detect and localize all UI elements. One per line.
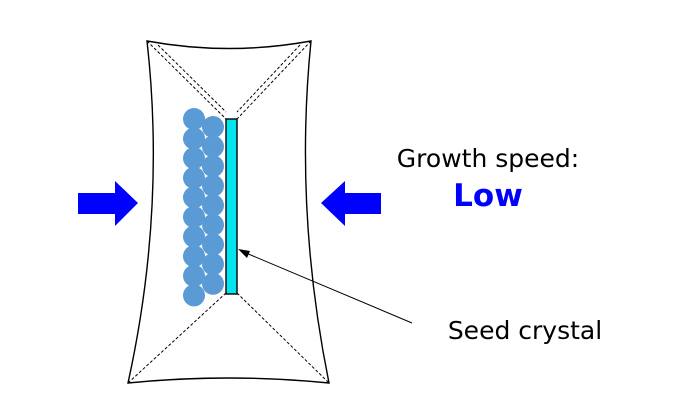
feed-particle: [183, 108, 205, 130]
feed-particle: [202, 135, 224, 158]
feed-particle: [183, 206, 205, 228]
feed-particle: [183, 225, 205, 248]
feed-particle: [183, 245, 205, 268]
seed-crystal-pointer: [245, 252, 413, 324]
seed-crystal: [225, 118, 238, 295]
growth-speed-value: Low: [453, 178, 523, 214]
feed-particle: [183, 147, 205, 170]
feed-particle: [183, 166, 205, 189]
bottom-dashed-lines: [127, 292, 330, 384]
feed-particle: [202, 272, 224, 295]
seed-crystal-label: Seed crystal: [448, 316, 602, 345]
seed-crystal-pointer-arrowhead: [238, 249, 250, 258]
feed-particles: [183, 108, 224, 307]
feed-particle: [202, 233, 224, 256]
feed-particle: [202, 174, 224, 197]
feed-particle: [183, 186, 205, 209]
right-pointing-block-arrow-icon: [78, 181, 138, 226]
feed-particle: [202, 116, 224, 138]
feed-particle: [183, 264, 205, 287]
top-dashed-lines: [146, 40, 312, 120]
growth-speed-label: Growth speed:: [397, 144, 579, 173]
feed-particle: [202, 155, 224, 178]
left-pointing-block-arrow-icon: [321, 181, 381, 226]
feed-particle: [183, 284, 205, 307]
growth-bag-outline: [127, 40, 330, 384]
feed-particle: [202, 194, 224, 217]
feed-particle: [202, 253, 224, 276]
feed-particle: [183, 127, 205, 150]
feed-particle: [202, 214, 224, 236]
